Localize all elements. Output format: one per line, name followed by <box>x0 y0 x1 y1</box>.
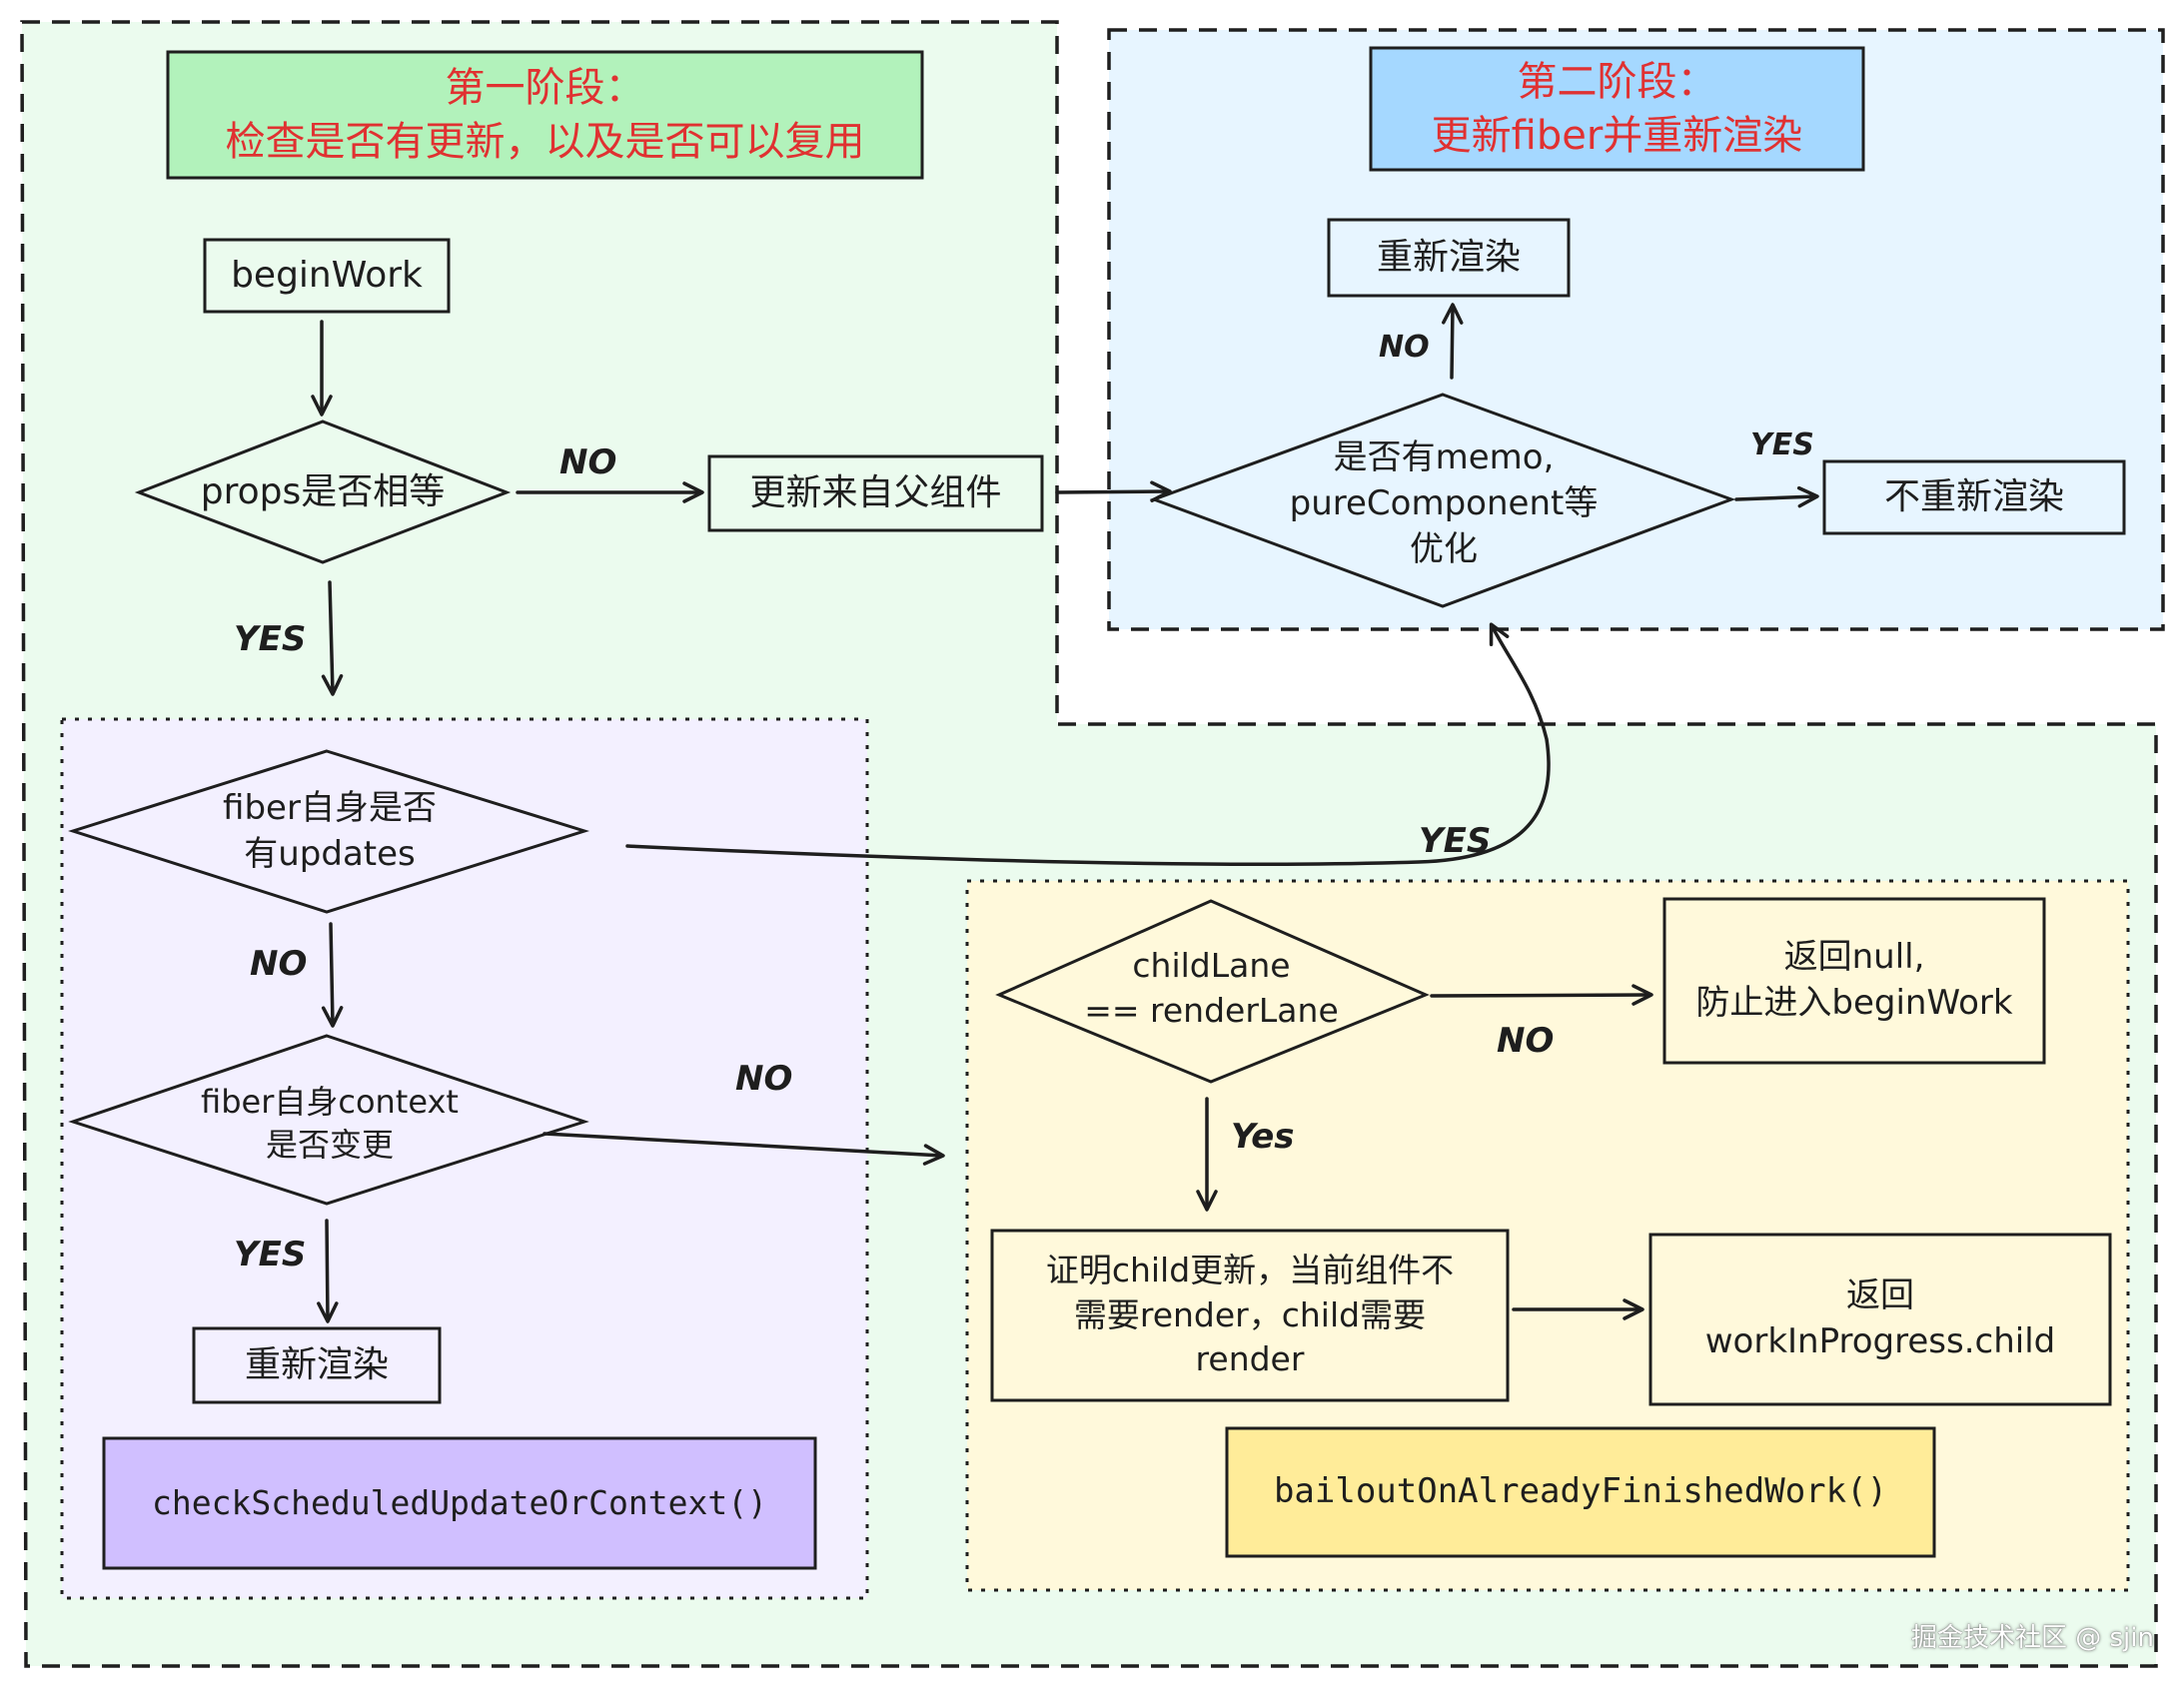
arrow-memo-no <box>1442 303 1464 380</box>
fiber-context-line1: fiber自身context <box>201 1082 459 1121</box>
arrow-props-yes <box>321 580 344 696</box>
watermark: 掘金技术社区 @ sjin <box>1910 1623 2154 1653</box>
return-child-box <box>1648 1233 2112 1406</box>
begin-work-label: beginWork <box>231 254 423 296</box>
prove-child-box <box>990 1229 1510 1402</box>
begin-work-box <box>203 238 451 314</box>
memo-check-diamond <box>1149 393 1736 608</box>
check-fn-label: checkScheduledUpdateOrContext() <box>152 1482 767 1522</box>
edge-label-lane-yes: Yes <box>1231 1117 1295 1157</box>
arrow-context-yes <box>317 1219 339 1323</box>
fiber-context-diamond <box>68 1034 589 1206</box>
props-equal-label: props是否相等 <box>200 470 446 512</box>
child-lane-label: childLane == renderLane <box>1039 939 1384 1039</box>
arrow-updates-yes <box>625 622 1551 867</box>
edge-label-lane-no: NO <box>1497 1021 1555 1061</box>
return-null-box <box>1662 897 2046 1065</box>
phase2-title-line1: 第二阶段： <box>1517 59 1717 105</box>
prove-child-label: 证明child更新，当前组件不 需要render，child需要 render <box>992 1231 1508 1400</box>
arrow-lane-no <box>1430 984 1653 1006</box>
fiber-updates-line1: fiber自身是否 <box>223 787 437 828</box>
fiber-context-label: fiber自身context 是否变更 <box>120 1079 540 1169</box>
child-lane-line2: == renderLane <box>1084 991 1339 1030</box>
arrow-updates-no <box>321 922 344 1028</box>
return-null-line1: 返回null, <box>1783 937 1925 978</box>
return-child-line2: workInProgress.child <box>1704 1321 2056 1361</box>
no-rerender-box <box>1822 459 2126 535</box>
edge-label-memo-no: NO <box>1379 330 1430 365</box>
memo-check-line3: 优化 <box>1410 528 1478 569</box>
phase1-title-line1: 第一阶段： <box>445 65 645 111</box>
prove-child-line3: render <box>1195 1339 1305 1379</box>
edge-label-updates-no: NO <box>250 944 308 984</box>
fiber-updates-label: fiber自身是否 有updates <box>130 779 530 884</box>
phase1-title: 第一阶段： 检查是否有更新，以及是否可以复用 <box>168 52 922 178</box>
rerender-top-box <box>1327 218 1571 298</box>
edge-label-context-no: NO <box>735 1059 793 1099</box>
memo-check-label: 是否有memo, pureComponent等 优化 <box>1224 429 1663 579</box>
memo-check-line1: 是否有memo, <box>1333 437 1555 478</box>
rerender-top-label: 重新渲染 <box>1376 236 1521 278</box>
bailout-fn-label: bailoutOnAlreadyFinishedWork() <box>1273 1471 1888 1512</box>
phase1-title-box <box>166 50 924 180</box>
child-lane-diamond <box>995 899 1430 1084</box>
edge-label-props-yes: YES <box>234 619 307 659</box>
edge-label-context-yes: YES <box>234 1235 307 1274</box>
arrow-context-no <box>543 1132 945 1166</box>
props-equal-diamond <box>134 420 512 564</box>
arrow-parent-to-memo <box>1055 480 1172 502</box>
phase2-title-box <box>1369 46 1865 172</box>
edge-label-props-no: NO <box>559 442 617 482</box>
bailout-fn-box <box>1225 1426 1936 1558</box>
phase1-title-line2: 检查是否有更新，以及是否可以复用 <box>225 119 865 165</box>
rerender-left-box <box>192 1326 442 1404</box>
edge-label-updates-yes: YES <box>1419 821 1492 861</box>
child-lane-line1: childLane <box>1132 946 1291 986</box>
prove-child-line1: 证明child更新，当前组件不 <box>1045 1251 1455 1290</box>
phase2-title-line2: 更新fiber并重新渲染 <box>1431 113 1803 159</box>
prove-child-line2: 需要render，child需要 <box>1073 1294 1427 1334</box>
phase2-title: 第二阶段： 更新fiber并重新渲染 <box>1371 48 1863 170</box>
check-fn-box <box>102 1436 817 1570</box>
fiber-updates-diamond <box>68 749 590 914</box>
rerender-left-label: 重新渲染 <box>244 1343 389 1385</box>
arrow-memo-yes <box>1734 485 1819 508</box>
fiber-updates-line2: 有updates <box>244 833 416 874</box>
return-null-line2: 防止进入beginWork <box>1695 983 2013 1023</box>
return-child-label: 返回 workInProgress.child <box>1650 1235 2110 1404</box>
fiber-context-line2: 是否变更 <box>265 1126 394 1164</box>
update-from-parent-box <box>707 454 1044 532</box>
edge-label-memo-yes: YES <box>1750 427 1814 462</box>
return-child-line1: 返回 <box>1846 1275 1914 1316</box>
return-null-label: 返回null, 防止进入beginWork <box>1664 899 2044 1063</box>
update-from-parent-label: 更新来自父组件 <box>749 471 1002 513</box>
memo-check-line2: pureComponent等 <box>1289 483 1599 524</box>
no-rerender-label: 不重新渲染 <box>1883 475 2064 517</box>
